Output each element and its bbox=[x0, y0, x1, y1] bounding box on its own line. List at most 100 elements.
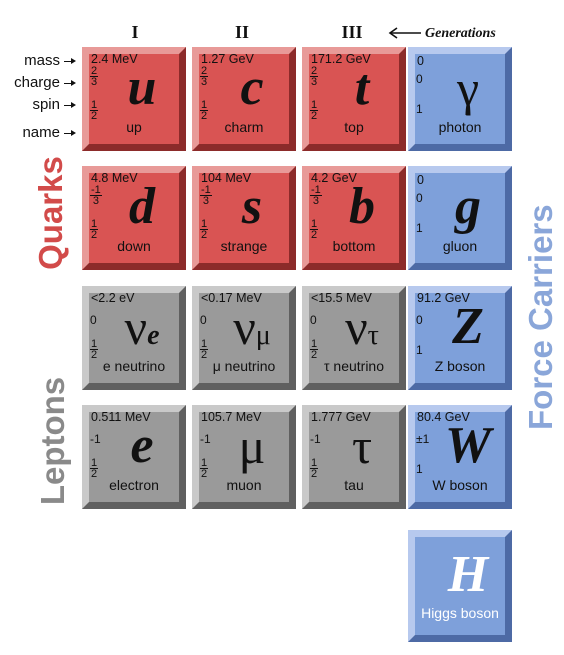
particle-symbol: u bbox=[127, 59, 157, 116]
spin-value: 1 bbox=[416, 343, 423, 357]
generation-2-label: II bbox=[234, 22, 249, 42]
particle-symbol: νe bbox=[124, 299, 160, 355]
particle-name: W boson bbox=[432, 477, 488, 493]
mass-value: <0.17 MeV bbox=[201, 291, 262, 305]
particle-symbol: H bbox=[447, 546, 489, 603]
spin-value: 1 bbox=[416, 221, 423, 235]
particle-symbol: ντ bbox=[345, 299, 379, 355]
particle-symbol: W bbox=[444, 417, 492, 474]
particle-symbol: νμ bbox=[233, 299, 271, 355]
mass-value: 171.2 GeV bbox=[311, 52, 371, 66]
mass-value: 0 bbox=[417, 54, 424, 68]
name-arrow-icon bbox=[64, 130, 76, 136]
particle-name: gluon bbox=[442, 238, 478, 254]
particle-symbol: e bbox=[130, 417, 154, 474]
charge-value: 0 bbox=[200, 313, 207, 327]
particle-name: μ neutrino bbox=[212, 358, 276, 374]
particle-name: τ neutrino bbox=[323, 358, 384, 374]
particle-name: down bbox=[117, 238, 151, 254]
particle-name: charm bbox=[224, 119, 264, 135]
particle-symbol: Z bbox=[452, 298, 484, 355]
particle-name: muon bbox=[226, 477, 262, 493]
charge-value: 0 bbox=[90, 313, 97, 327]
particle-cell-w-boson: 80.4 GeV ±1 1 W W boson bbox=[408, 405, 512, 509]
mass-value: <2.2 eV bbox=[91, 291, 135, 305]
charge-value: -1 bbox=[200, 432, 211, 446]
particle-name: bottom bbox=[332, 238, 376, 254]
mass-value: 0 bbox=[417, 173, 424, 187]
charge-value: -1 bbox=[90, 432, 101, 446]
particle-symbol: γ bbox=[456, 60, 480, 116]
mass-value: 4.2 GeV bbox=[311, 171, 357, 185]
mass-value: 1.777 GeV bbox=[311, 410, 371, 424]
charge-value: 0 bbox=[416, 72, 423, 86]
spin-value: 1 bbox=[416, 102, 423, 116]
generations-label: Generations bbox=[425, 26, 496, 41]
mass-legend-label: mass bbox=[24, 52, 60, 69]
charge-value: ±1 bbox=[416, 432, 430, 446]
spin-arrow-icon bbox=[64, 102, 76, 108]
mass-value: 2.4 MeV bbox=[91, 52, 138, 66]
particle-subscript: μ bbox=[255, 320, 271, 351]
mass-value: 105.7 MeV bbox=[201, 410, 262, 424]
quarks-group-label: Quarks bbox=[32, 156, 69, 270]
particle-symbol: d bbox=[129, 178, 155, 235]
charge-arrow-icon bbox=[64, 80, 76, 86]
particle-name: photon bbox=[438, 119, 482, 135]
mass-value: 91.2 GeV bbox=[417, 291, 470, 305]
charge-value: 0 bbox=[310, 313, 317, 327]
particle-cell-higgs: H Higgs boson bbox=[408, 530, 512, 642]
charge-value: 0 bbox=[416, 191, 423, 205]
name-legend-label: name bbox=[22, 124, 60, 141]
particle-symbol: μ bbox=[238, 418, 266, 474]
particle-subscript: e bbox=[147, 320, 160, 351]
charge-value: 0 bbox=[416, 313, 423, 327]
particle-name: electron bbox=[109, 477, 159, 493]
particle-symbol: g bbox=[455, 178, 481, 235]
particle-name: e neutrino bbox=[102, 358, 166, 374]
mass-value: <15.5 MeV bbox=[311, 291, 372, 305]
particle-name: Higgs boson bbox=[421, 605, 499, 621]
particle-symbol: t bbox=[354, 59, 370, 116]
particle-name: tau bbox=[344, 477, 364, 493]
spin-legend-label: spin bbox=[32, 96, 60, 113]
mass-value: 0.511 MeV bbox=[91, 410, 151, 424]
mass-value: 4.8 MeV bbox=[91, 171, 138, 185]
leptons-group-label: Leptons bbox=[34, 376, 71, 506]
particle-symbol: c bbox=[240, 59, 264, 116]
particle-subscript: τ bbox=[367, 320, 379, 351]
particle-name: up bbox=[126, 119, 142, 135]
force-carriers-group-label: Force Carriers bbox=[522, 204, 559, 430]
particle-cell-gluon: 0 0 1 g gluon bbox=[408, 166, 512, 270]
particle-cell-z-boson: 91.2 GeV 0 1 Z Z boson bbox=[408, 286, 512, 390]
mass-value: 80.4 GeV bbox=[417, 410, 470, 424]
mass-value: 104 MeV bbox=[201, 171, 252, 185]
